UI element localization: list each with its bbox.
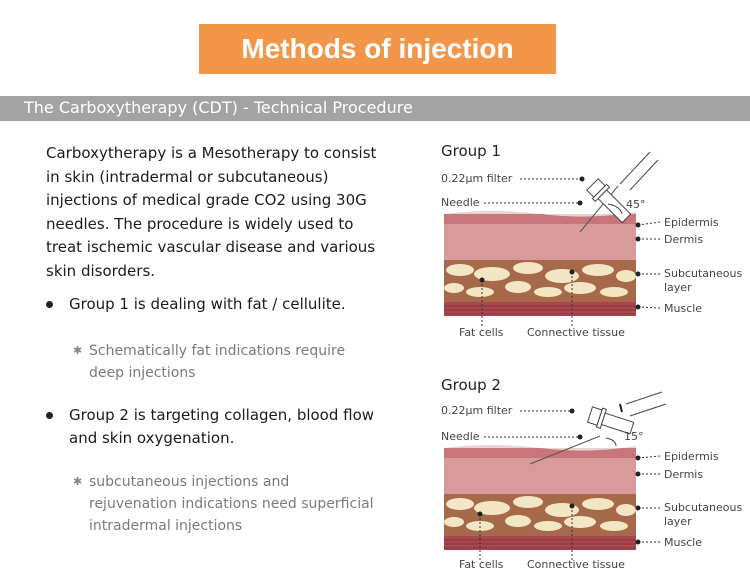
note-group-1: ✱ Schematically fat indications require … [73,340,373,386]
angle-label: 15° [624,430,644,443]
note-text: subcutaneous injections and rejuvenation… [89,474,374,534]
filter-label: 0.22μm filter [441,172,513,185]
note-group-2: ✱ subcutaneous injections and rejuvenati… [73,471,374,539]
bullet-group-2: Group 2 is targeting collagen, blood flo… [46,404,391,452]
intro-paragraph: Carboxytherapy is a Mesotherapy to consi… [46,144,377,280]
asterisk-icon: ✱ [73,475,83,488]
bullet-group-1: Group 1 is dealing with fat / cellulite. [46,293,391,317]
figure-group-1: Group 1 [430,142,745,339]
section-title: The Carboxytherapy (CDT) - Technical Pro… [24,98,413,117]
needle-label: Needle [441,430,480,443]
connective-tissue-label: Connective tissue [527,326,625,339]
skin-cross-section-diagram [444,151,661,327]
filter-label: 0.22μm filter [441,404,513,417]
figure-group-2: Group 2 [430,376,745,571]
asterisk-icon: ✱ [73,344,83,357]
subcutaneous-label: Subcutaneous layer [664,267,743,294]
dermis-label: Dermis [664,233,704,246]
group-title: Group 1 [441,142,501,160]
needle-label: Needle [441,196,480,209]
skin-cross-section-diagram [444,391,667,561]
muscle-label: Muscle [664,536,703,549]
fat-cells-label: Fat cells [459,558,504,571]
epidermis-label: Epidermis [664,216,719,229]
connective-tissue-label: Connective tissue [527,558,625,571]
bullet-dot-icon [46,412,53,419]
group-title: Group 2 [441,376,501,394]
angle-label: 45° [626,198,646,211]
bullet-text: Group 1 is dealing with fat / cellulite. [69,295,346,313]
subcutaneous-label: Subcutaneous layer [664,501,743,528]
epidermis-label: Epidermis [664,450,719,463]
dermis-label: Dermis [664,468,704,481]
bullet-dot-icon [46,301,53,308]
note-text: Schematically fat indications require de… [89,343,346,381]
bullet-text: Group 2 is targeting collagen, blood flo… [69,406,375,447]
muscle-label: Muscle [664,302,703,315]
page-title: Methods of injection [199,24,556,74]
section-header: The Carboxytherapy (CDT) - Technical Pro… [0,96,750,121]
fat-cells-label: Fat cells [459,326,504,339]
